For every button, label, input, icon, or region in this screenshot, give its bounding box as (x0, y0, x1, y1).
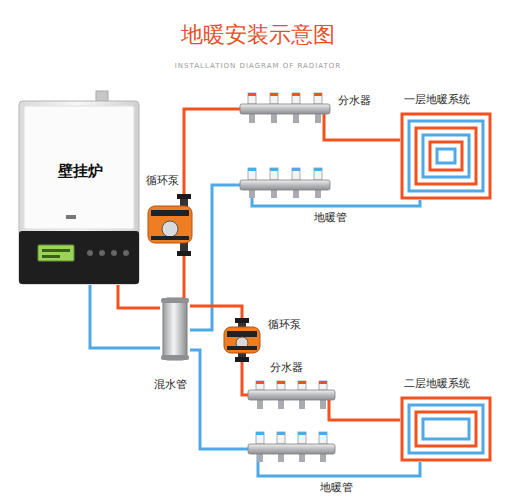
component-label: 分水器 (270, 361, 303, 374)
supply-pipe (183, 256, 186, 298)
manifold: 分水器 (248, 380, 335, 470)
supply-pipe (190, 306, 242, 318)
manifold-drawing (240, 92, 330, 198)
supply-pipe (330, 139, 400, 142)
circulation-pump: 循环泵 (146, 194, 194, 256)
manifold: 分水器 (240, 92, 330, 198)
floor-heating-loop-drawing (400, 112, 492, 200)
circulation-pump-drawing (222, 318, 262, 362)
supply-pipe (184, 109, 240, 194)
component-label: 二层地暖系统 (404, 377, 470, 390)
floor-heating-loop: 一层地暖系统 (400, 112, 492, 200)
wall-boiler-drawing (18, 100, 140, 285)
circulation-pump-drawing (146, 194, 194, 256)
return-pipe (258, 462, 420, 476)
pipe-label: 地暖管 (318, 481, 355, 494)
diagram-title: 地暖安装示意图 (0, 22, 516, 48)
supply-pipe (335, 419, 400, 422)
return-pipe (90, 285, 160, 348)
wall-boiler: 壁挂炉 (18, 100, 140, 285)
circulation-pump: 循环泵 (222, 318, 262, 362)
return-pipe (190, 185, 240, 330)
floor-heating-loop-drawing (400, 396, 492, 462)
component-label: 一层地暖系统 (404, 93, 470, 106)
return-pipe (252, 198, 420, 206)
floor-heating-loop: 二层地暖系统 (400, 396, 492, 462)
component-label: 循环泵 (268, 318, 301, 331)
component-label: 壁挂炉 (58, 162, 103, 180)
subtitle-text: INSTALLATION DIAGRAM OF RADIATOR (0, 62, 516, 70)
supply-pipe (242, 362, 248, 395)
mixing-tube: 混水管 (160, 298, 190, 360)
manifold-drawing (248, 380, 335, 470)
supply-pipe (118, 285, 160, 308)
mixing-tube-drawing (160, 298, 190, 360)
component-label: 循环泵 (146, 174, 179, 187)
return-pipe (190, 350, 248, 449)
pipe-label: 地暖管 (312, 211, 349, 224)
component-label: 分水器 (338, 94, 371, 107)
component-label: 混水管 (154, 378, 187, 391)
